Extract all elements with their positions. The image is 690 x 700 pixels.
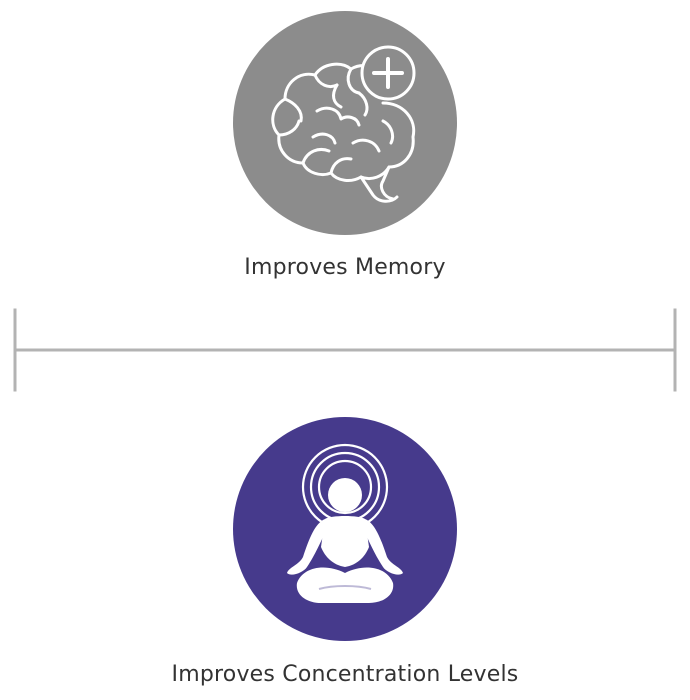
- concentration-circle: [233, 417, 457, 641]
- brain-plus-icon: [271, 45, 416, 203]
- meditation-icon: [287, 443, 403, 603]
- memory-label: Improves Memory: [244, 255, 446, 280]
- concentration-label: Improves Concentration Levels: [171, 662, 519, 687]
- memory-circle: [233, 11, 457, 235]
